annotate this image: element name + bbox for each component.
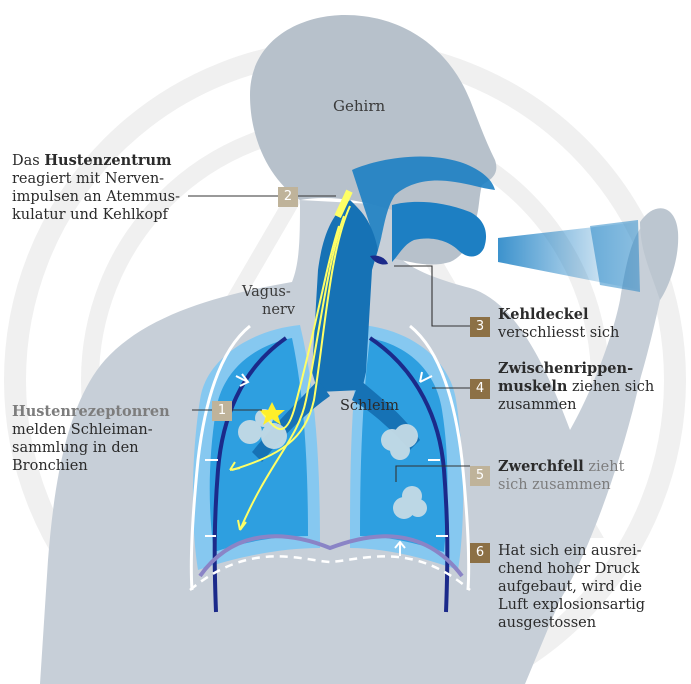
step-1-bold: Husten — [12, 403, 71, 420]
step-6-text: Hat sich ein ausrei- chend hoher Druck a… — [498, 542, 645, 632]
step-6-line: Luft explosionsartig — [498, 596, 645, 614]
step-4-bold: Zwischenrippen- — [498, 360, 633, 377]
step-1-bold-rest: rezeptonren — [71, 403, 170, 420]
step-2-line: impulsen an Atemmus- — [12, 188, 180, 206]
step-2-line: reagiert mit Nerven- — [12, 170, 180, 188]
step-4-line: zusammen — [498, 396, 654, 414]
step-badge-4: 4 — [470, 379, 490, 399]
step-1-text: Hustenrezeptonren melden Schleiman- samm… — [12, 403, 170, 475]
step-2-line: kulatur und Kehlkopf — [12, 206, 180, 224]
step-6-line: chend hoher Druck — [498, 560, 645, 578]
step-1-line: melden Schleiman- — [12, 421, 170, 439]
step-badge-5: 5 — [470, 466, 490, 486]
step-6-line: Hat sich ein ausrei- — [498, 542, 645, 560]
step-5-text: Zwerchfell zieht sich zusammen — [498, 458, 624, 494]
vagus-label-line2: nerv — [262, 302, 295, 318]
step-badge-6: 6 — [470, 543, 490, 563]
step-1-line: sammlung in den — [12, 439, 170, 457]
step-5-bold: Zwerchfell — [498, 458, 584, 475]
brain-label: Gehirn — [333, 97, 385, 115]
mucus-label: Schleim — [340, 398, 399, 414]
step-badge-3: 3 — [470, 317, 490, 337]
step-badge-1: 1 — [212, 401, 232, 421]
step-3-bold: Kehldeckel — [498, 306, 589, 323]
step-2-prefix: Das — [12, 153, 44, 169]
step-4-bold: muskeln — [498, 378, 567, 395]
step-4-after-bold: ziehen sich — [567, 379, 654, 395]
vagus-label-line1: Vagus- — [242, 284, 291, 300]
step-3-text: Kehldeckel verschliesst sich — [498, 306, 619, 342]
step-2-bold: Hustenzentrum — [44, 152, 171, 169]
step-6-line: ausgestossen — [498, 614, 645, 632]
step-3-line: verschliesst sich — [498, 324, 619, 342]
step-4-text: Zwischenrippen- muskeln ziehen sich zusa… — [498, 360, 654, 414]
step-5-line: sich zusammen — [498, 476, 624, 494]
step-1-line: Bronchien — [12, 457, 170, 475]
step-5-after-bold: zieht — [584, 459, 625, 475]
step-2-text: Das Hustenzentrum reagiert mit Nerven- i… — [12, 152, 180, 224]
step-badge-2: 2 — [278, 187, 298, 207]
step-6-line: aufgebaut, wird die — [498, 578, 645, 596]
